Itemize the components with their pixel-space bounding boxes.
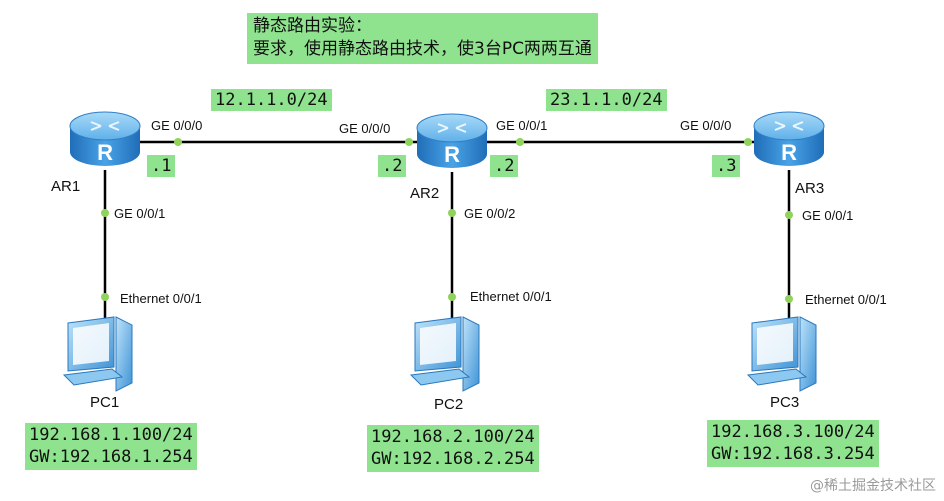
network-label-ar2-ar3: 23.1.1.0/24 xyxy=(546,89,667,111)
pc-icon xyxy=(409,316,480,392)
pc2-computer[interactable] xyxy=(409,316,480,392)
pc-icon xyxy=(62,316,133,392)
title-line-2: 要求，使用静态路由技术，使3台PC两两互通 xyxy=(253,39,592,59)
watermark: @稀土掘金技术社区 xyxy=(810,478,936,494)
router-label-ar1: AR1 xyxy=(51,178,81,195)
port-label-pc3-eth: Ethernet 0/0/1 xyxy=(805,292,887,307)
pc-label-pc2: PC2 xyxy=(434,396,464,413)
port-label-ar2-ge002: GE 0/0/2 xyxy=(464,206,516,221)
port-dot-icon xyxy=(744,138,752,146)
pc1-ip: 192.168.1.100/24 xyxy=(29,425,193,445)
port-label-ar1-ge001: GE 0/0/1 xyxy=(114,206,166,221)
addr-ar3-ge000: .3 xyxy=(712,155,741,177)
router-icon xyxy=(753,111,825,166)
pc3-computer[interactable] xyxy=(746,316,817,392)
pc1-computer[interactable] xyxy=(62,316,133,392)
pc-label-pc3: PC3 xyxy=(770,394,800,411)
port-label-ar3-ge000: GE 0/0/0 xyxy=(680,118,732,133)
router-icon xyxy=(69,111,141,166)
router-ar3[interactable]: R xyxy=(753,111,825,166)
port-dot-icon xyxy=(174,138,182,146)
router-glyph: R xyxy=(97,140,113,165)
port-label-ar2-ge001: GE 0/0/1 xyxy=(496,118,548,133)
port-dot-icon xyxy=(101,293,109,301)
pc-label-pc1: PC1 xyxy=(90,394,120,411)
pc3-ip: 192.168.3.100/24 xyxy=(711,422,875,442)
addr-ar2-ge000: .2 xyxy=(378,155,407,177)
pc1-gateway: GW:192.168.1.254 xyxy=(29,447,193,467)
network-label-ar1-ar2: 12.1.1.0/24 xyxy=(211,89,332,111)
pc3-gateway: GW:192.168.3.254 xyxy=(711,444,875,464)
experiment-title: 静态路由实验： 要求，使用静态路由技术，使3台PC两两互通 xyxy=(247,13,598,64)
port-label-pc2-eth: Ethernet 0/0/1 xyxy=(470,289,552,304)
pc2-ip: 192.168.2.100/24 xyxy=(371,427,535,447)
addr-ar2-ge001: .2 xyxy=(490,155,519,177)
router-label-ar3: AR3 xyxy=(795,180,825,197)
router-glyph: R xyxy=(781,140,797,165)
router-ar1[interactable]: R xyxy=(69,111,141,166)
pc2-address-box: 192.168.2.100/24 GW:192.168.2.254 xyxy=(367,425,539,472)
addr-ar1-ge000: .1 xyxy=(147,155,176,177)
router-glyph: R xyxy=(444,142,460,167)
port-dot-icon xyxy=(516,138,524,146)
port-dots xyxy=(101,138,793,303)
port-dot-icon xyxy=(785,295,793,303)
pc3-address-box: 192.168.3.100/24 GW:192.168.3.254 xyxy=(707,420,879,467)
title-line-1: 静态路由实验： xyxy=(253,16,372,36)
pc-icon xyxy=(746,316,817,392)
port-dot-icon xyxy=(101,209,109,217)
pc1-address-box: 192.168.1.100/24 GW:192.168.1.254 xyxy=(25,423,197,470)
port-dot-icon xyxy=(405,138,413,146)
port-dot-icon xyxy=(448,209,456,217)
port-label-pc1-eth: Ethernet 0/0/1 xyxy=(120,291,202,306)
router-ar2[interactable]: R xyxy=(416,113,488,168)
port-label-ar3-ge001: GE 0/0/1 xyxy=(802,208,854,223)
router-label-ar2: AR2 xyxy=(410,185,440,202)
port-label-ar1-ge000: GE 0/0/0 xyxy=(151,118,203,133)
router-icon xyxy=(416,113,488,168)
port-label-ar2-ge000: GE 0/0/0 xyxy=(339,121,391,136)
port-dot-icon xyxy=(448,293,456,301)
pc2-gateway: GW:192.168.2.254 xyxy=(371,449,535,469)
port-dot-icon xyxy=(785,211,793,219)
